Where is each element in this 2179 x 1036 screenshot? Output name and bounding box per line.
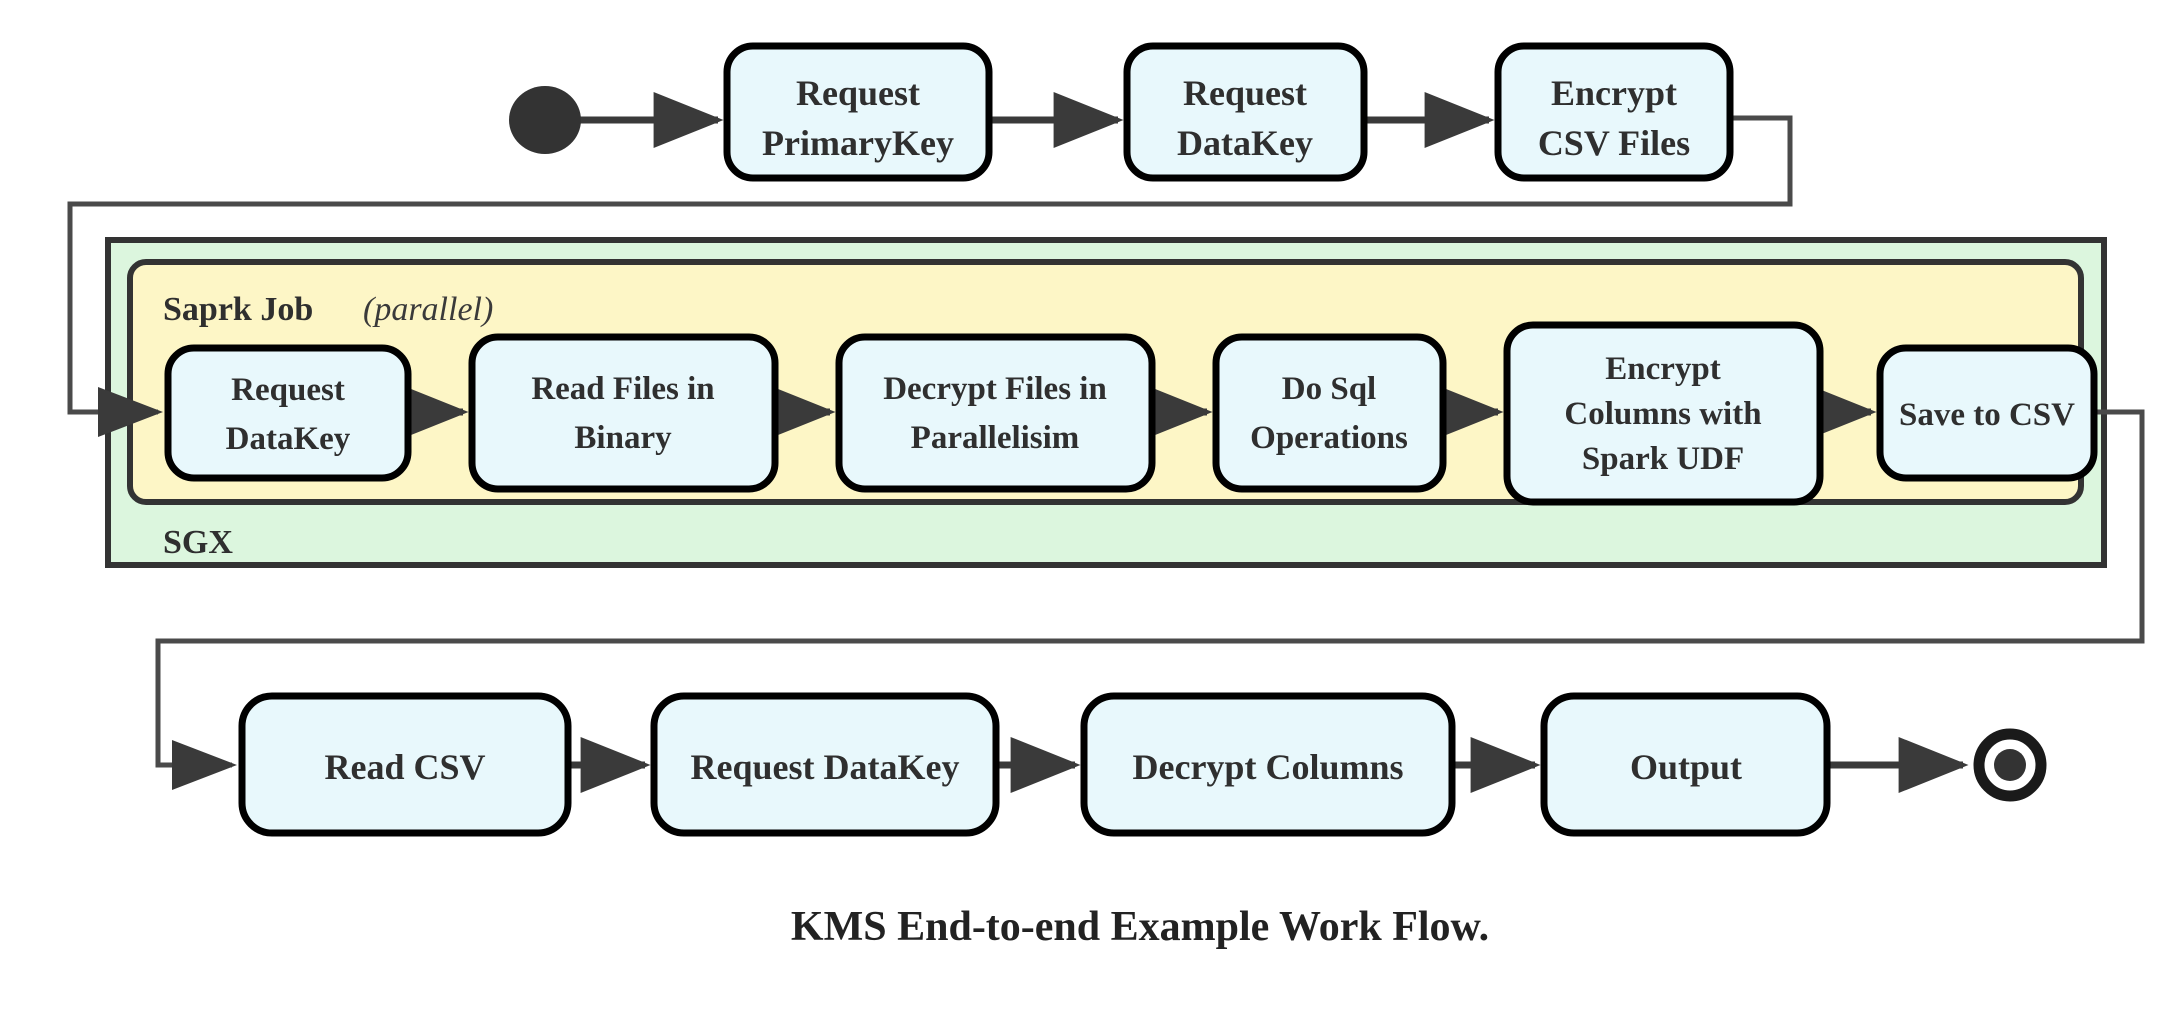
node-request-datakey-top-box[interactable] <box>1123 42 1368 182</box>
node-read-files-in-binary-box[interactable] <box>468 333 779 493</box>
node-decrypt-columns-box[interactable] <box>1080 692 1456 837</box>
node-encrypt-columns-with-spark-udf-line2: Columns with <box>1564 396 1761 432</box>
node-request-primarykey-line2: PrimaryKey <box>762 123 954 163</box>
node-output-line1: Output <box>1630 747 1742 787</box>
node-encrypt-columns-with-spark-udf-line1: Encrypt <box>1605 351 1721 387</box>
node-request-datakey-top[interactable]: Request DataKey <box>1123 42 1368 182</box>
node-decrypt-columns-line1: Decrypt Columns <box>1133 747 1404 787</box>
node-request-datakey-bottom-line1: Request DataKey <box>691 747 960 787</box>
node-decrypt-columns[interactable]: Decrypt Columns <box>1080 692 1456 837</box>
end-node-bullseye-icon <box>1973 728 2047 802</box>
spark-job-group-label: Saprk Job <box>163 291 313 328</box>
node-read-csv[interactable]: Read CSV <box>238 692 572 837</box>
node-encrypt-csv-files-line1: Encrypt <box>1551 73 1677 113</box>
node-read-files-in-binary[interactable]: Read Files in Binary <box>468 333 779 493</box>
node-read-csv-line1: Read CSV <box>324 747 485 787</box>
node-save-to-csv-line1: Save to CSV <box>1899 397 2075 433</box>
node-decrypt-files-in-parallelisim-line1: Decrypt Files in <box>883 371 1107 407</box>
node-do-sql-operations-line2: Operations <box>1250 420 1408 456</box>
node-encrypt-csv-files[interactable]: Encrypt CSV Files <box>1494 42 1734 182</box>
node-decrypt-files-in-parallelisim-line2: Parallelisim <box>911 420 1080 456</box>
node-encrypt-csv-files-line2: CSV Files <box>1538 123 1690 163</box>
node-encrypt-csv-files-box[interactable] <box>1494 42 1734 182</box>
node-request-datakey-spark-box[interactable] <box>164 344 412 482</box>
node-request-primarykey-line1: Request <box>796 73 920 113</box>
node-request-datakey-spark[interactable]: Request DataKey <box>164 344 412 482</box>
node-read-csv-box[interactable] <box>238 692 572 837</box>
start-node-filled-circle-icon <box>509 86 581 154</box>
node-do-sql-operations-line1: Do Sql <box>1282 371 1376 407</box>
diagram-caption: KMS End-to-end Example Work Flow. <box>791 904 1489 950</box>
node-request-primarykey[interactable]: Request PrimaryKey <box>723 42 993 182</box>
node-request-primarykey-box[interactable] <box>723 42 993 182</box>
node-output-box[interactable] <box>1540 692 1831 837</box>
node-request-datakey-top-line1: Request <box>1183 73 1307 113</box>
node-request-datakey-spark-line2: DataKey <box>226 421 351 457</box>
node-do-sql-operations[interactable]: Do Sql Operations <box>1212 333 1447 493</box>
node-request-datakey-bottom[interactable]: Request DataKey <box>650 692 1000 837</box>
node-decrypt-files-in-parallelisim[interactable]: Decrypt Files in Parallelisim <box>835 333 1156 493</box>
sgx-group-label: SGX <box>163 524 233 561</box>
node-read-files-in-binary-line1: Read Files in <box>531 371 714 407</box>
spark-job-group-modifier: (parallel) <box>363 291 493 328</box>
edge-encrypt-csv-to-spark-request-datakey <box>67 115 1793 437</box>
node-output[interactable]: Output <box>1540 692 1831 837</box>
node-request-datakey-top-line2: DataKey <box>1177 123 1313 163</box>
node-encrypt-columns-with-spark-udf[interactable]: Encrypt Columns with Spark UDF <box>1503 321 1824 506</box>
node-save-to-csv[interactable]: Save to CSV <box>1876 344 2098 482</box>
node-request-datakey-spark-line1: Request <box>231 372 345 408</box>
node-encrypt-columns-with-spark-udf-line3: Spark UDF <box>1582 441 1744 477</box>
node-encrypt-columns-with-spark-udf-box[interactable] <box>1503 321 1824 506</box>
node-request-datakey-bottom-box[interactable] <box>650 692 1000 837</box>
edge-save-csv-to-read-csv <box>155 409 2145 790</box>
node-decrypt-files-in-parallelisim-box[interactable] <box>835 333 1156 493</box>
node-read-files-in-binary-line2: Binary <box>574 420 672 456</box>
node-do-sql-operations-box[interactable] <box>1212 333 1447 493</box>
node-save-to-csv-box[interactable] <box>1876 344 2098 482</box>
